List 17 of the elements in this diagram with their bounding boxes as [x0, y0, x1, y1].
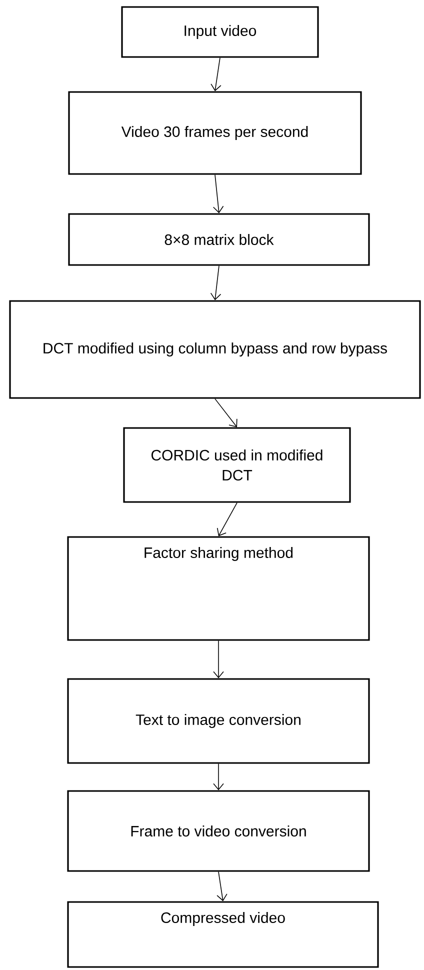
- process-box: DCT modified using column bypass and row bypass: [9, 300, 421, 399]
- process-box: Factor sharing method: [67, 536, 370, 641]
- process-box: 8×8 matrix block: [68, 213, 370, 266]
- arrow: [210, 265, 222, 300]
- process-box: Input video: [121, 6, 319, 58]
- arrow: [210, 57, 222, 92]
- arrow: [216, 502, 238, 536]
- arrow: [212, 174, 224, 214]
- process-box: Compressed video: [67, 901, 379, 968]
- arrow: [216, 871, 228, 902]
- arrow: [214, 398, 238, 428]
- process-box: Text to image conversion: [67, 678, 370, 764]
- process-box: CORDIC used in modified DCT: [123, 427, 351, 503]
- process-box: Video 30 frames per second: [68, 91, 362, 175]
- process-box: Frame to video conversion: [67, 790, 370, 872]
- arrow: [213, 763, 224, 790]
- arrow: [213, 640, 224, 678]
